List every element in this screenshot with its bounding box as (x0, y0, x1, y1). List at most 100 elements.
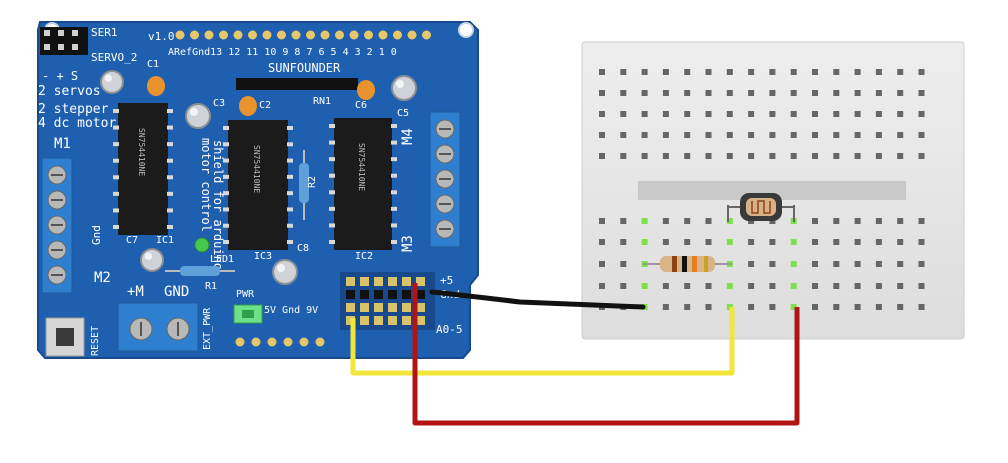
plus-m-label: +M (127, 284, 144, 300)
breadboard-hole (748, 153, 755, 159)
product-subtitle: shield for arduino (211, 140, 225, 270)
capacitor-highlight (277, 264, 285, 272)
breadboard-hole (684, 283, 691, 289)
header-pin (346, 290, 355, 299)
header-pin (360, 277, 369, 286)
header-pad (377, 29, 389, 41)
ic-pin (287, 142, 293, 147)
breadboard-hole (812, 69, 818, 75)
c2-label: C2 (259, 100, 271, 111)
capacitor-c6 (357, 80, 375, 100)
breadboard-hole (705, 69, 712, 75)
breadboard-hole (684, 239, 691, 245)
header-pad (348, 29, 360, 41)
ic-pin (287, 207, 293, 212)
breadboard-hole (918, 90, 925, 96)
breadboard-hole (748, 90, 755, 96)
breadboard-hole (620, 283, 627, 289)
breadboard-hole (897, 132, 904, 138)
reset-button[interactable] (45, 317, 85, 357)
breadboard-hole (897, 283, 904, 289)
breadboard-hole (684, 153, 691, 159)
header-pin (402, 277, 411, 286)
breadboard-hole (812, 218, 818, 224)
header-pin (402, 316, 411, 325)
ic-pin (113, 225, 119, 229)
plus5-label: +5 (440, 274, 453, 287)
ic-pin (287, 240, 293, 244)
ic-pin (391, 190, 397, 195)
breadboard-hole (748, 132, 755, 138)
header-pad (363, 29, 374, 41)
ext-pwr-label: EXT_PWR (202, 307, 213, 350)
ic3-label: IC3 (254, 251, 272, 262)
wire-red (412, 283, 800, 426)
header-pad (250, 336, 262, 348)
breadboard-hole (875, 111, 882, 117)
ic-pin (223, 142, 229, 147)
breadboard-hole (748, 261, 755, 267)
breadboard-hole (641, 111, 648, 117)
resistor-r2 (299, 150, 309, 220)
breadboard-hole (684, 90, 691, 96)
breadboard-hole (748, 111, 755, 117)
breadboard-hole (620, 111, 627, 117)
breadboard-hole (769, 90, 776, 96)
breadboard-hole (705, 90, 712, 96)
capacitor-highlight (396, 80, 404, 88)
m3-label: M3 (400, 235, 416, 252)
header-pin (416, 303, 425, 312)
pwr-jumper[interactable] (233, 304, 263, 324)
breadboard-hole (726, 132, 733, 138)
breadboard-hole-active (726, 239, 733, 245)
ic-pin (329, 223, 335, 228)
ic-pin (167, 158, 173, 163)
breadboard-hole (854, 261, 861, 267)
header-pin (360, 316, 369, 325)
header-pin (416, 290, 425, 299)
breadboard-hole (854, 69, 861, 75)
ic-pin (113, 125, 119, 130)
breadboard-hole (705, 218, 712, 224)
breadboard-hole (854, 132, 861, 138)
breadboard-hole (662, 69, 669, 75)
capacitor-highlight (190, 108, 198, 116)
servo-pin (58, 30, 64, 36)
breadboard-hole (705, 153, 712, 159)
breadboard (581, 41, 965, 340)
breadboard-hole (918, 283, 925, 289)
ic-pin (223, 191, 229, 196)
ic-pin (287, 191, 293, 196)
breadboard-hole (599, 132, 605, 138)
breadboard-hole (875, 132, 882, 138)
capability-dc: 4 dc motor (38, 116, 116, 131)
c6-label: C6 (355, 100, 367, 111)
servo-headers (40, 27, 88, 55)
breadboard-hole (684, 218, 691, 224)
breadboard-hole (641, 132, 648, 138)
ic-pin (167, 142, 173, 147)
header-pin (346, 303, 355, 312)
breadboard-hole (875, 90, 882, 96)
breadboard-hole (833, 132, 840, 138)
servo2-label: SERVO_2 (91, 51, 137, 64)
r1-label: R1 (205, 281, 217, 292)
breadboard-hole (875, 218, 882, 224)
ic-pin (167, 175, 173, 180)
servo-pin-label: - + S (42, 69, 78, 83)
resistor (643, 256, 732, 272)
ic-pin (113, 142, 119, 147)
breadboard-hole (769, 69, 776, 75)
header-pad (232, 29, 244, 41)
breadboard-hole (662, 153, 669, 159)
ic1-label: IC1 (156, 235, 174, 246)
breadboard-hole (833, 304, 840, 310)
breadboard-hole-active (790, 261, 797, 267)
breadboard-hole (812, 283, 818, 289)
breadboard-hole (705, 132, 712, 138)
servo-pin (58, 44, 64, 50)
breadboard-hole (918, 153, 925, 159)
ic-pin (391, 240, 397, 244)
breadboard-hole (769, 132, 776, 138)
ic-marking: SN754410NE (137, 128, 146, 176)
